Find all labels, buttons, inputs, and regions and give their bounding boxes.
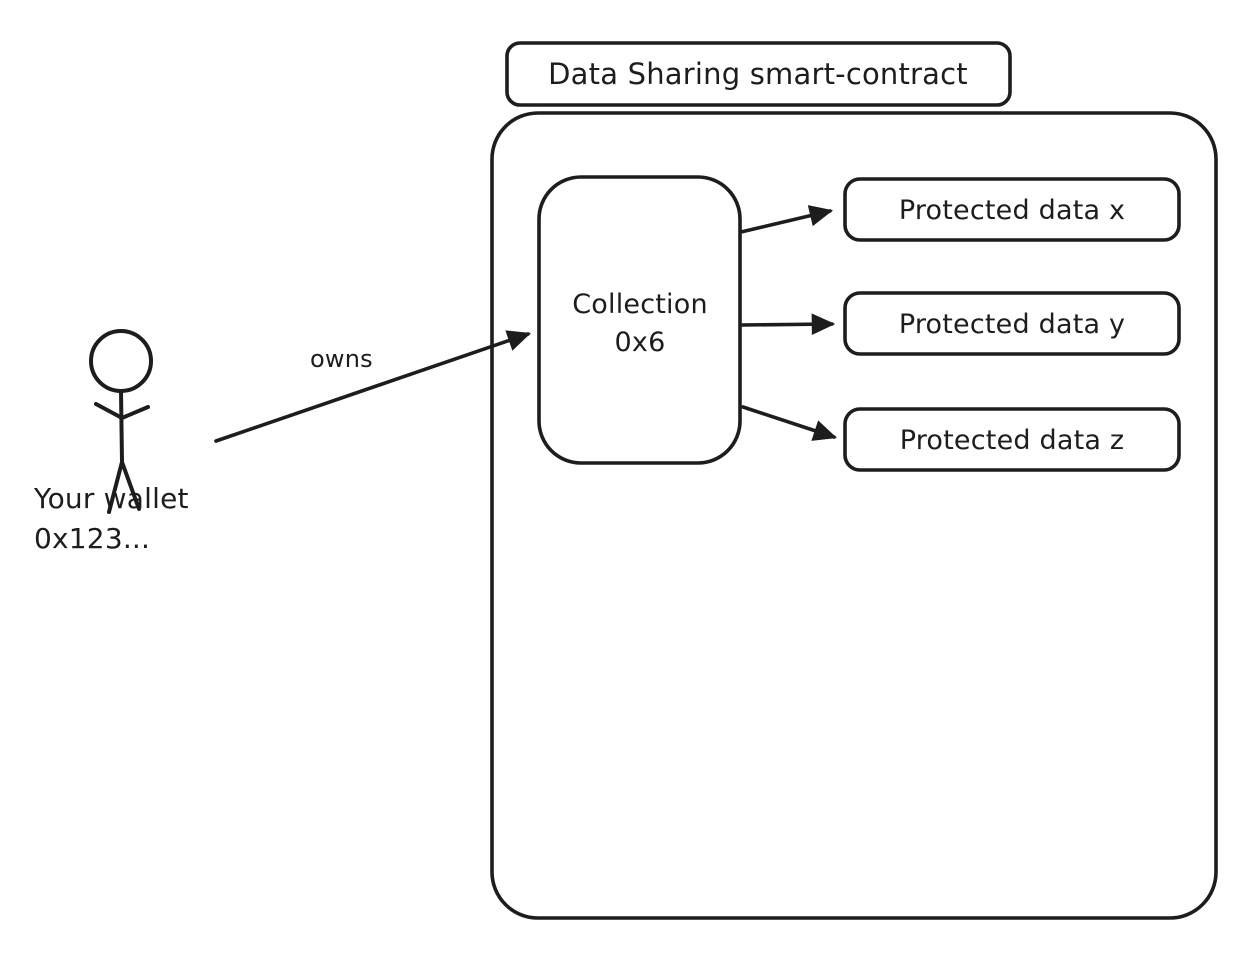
collection-label-line2: 0x6 [615, 327, 666, 358]
protected-data-x-label: Protected data x [899, 195, 1125, 226]
stick-figure-head [89, 329, 153, 393]
owns-arrow-label: owns [310, 345, 373, 373]
stick-figure-arms [94, 402, 150, 420]
collection-box [537, 175, 742, 465]
collection-label-line1: Collection [572, 289, 708, 320]
stick-figure-legs [107, 460, 141, 514]
wallet-label-line2: 0x123... [34, 522, 150, 555]
protected-data-x-box [843, 177, 1181, 242]
arrow-collection-to-z [741, 405, 837, 441]
wallet-label-line1: Your wallet [33, 482, 189, 515]
stick-figure-icon [89, 329, 153, 514]
arrow-wallet-owns-collection [214, 330, 531, 443]
protected-data-y-label: Protected data y [899, 309, 1125, 340]
protected-data-z-box [843, 407, 1181, 472]
protected-data-z-label: Protected data z [900, 425, 1125, 456]
title-box [505, 41, 1012, 107]
stick-figure-body [119, 389, 124, 464]
arrow-collection-to-y [739, 313, 836, 336]
protected-data-y-box [843, 291, 1181, 356]
title-label: Data Sharing smart-contract [548, 57, 968, 91]
arrow-collection-to-x [739, 205, 834, 234]
